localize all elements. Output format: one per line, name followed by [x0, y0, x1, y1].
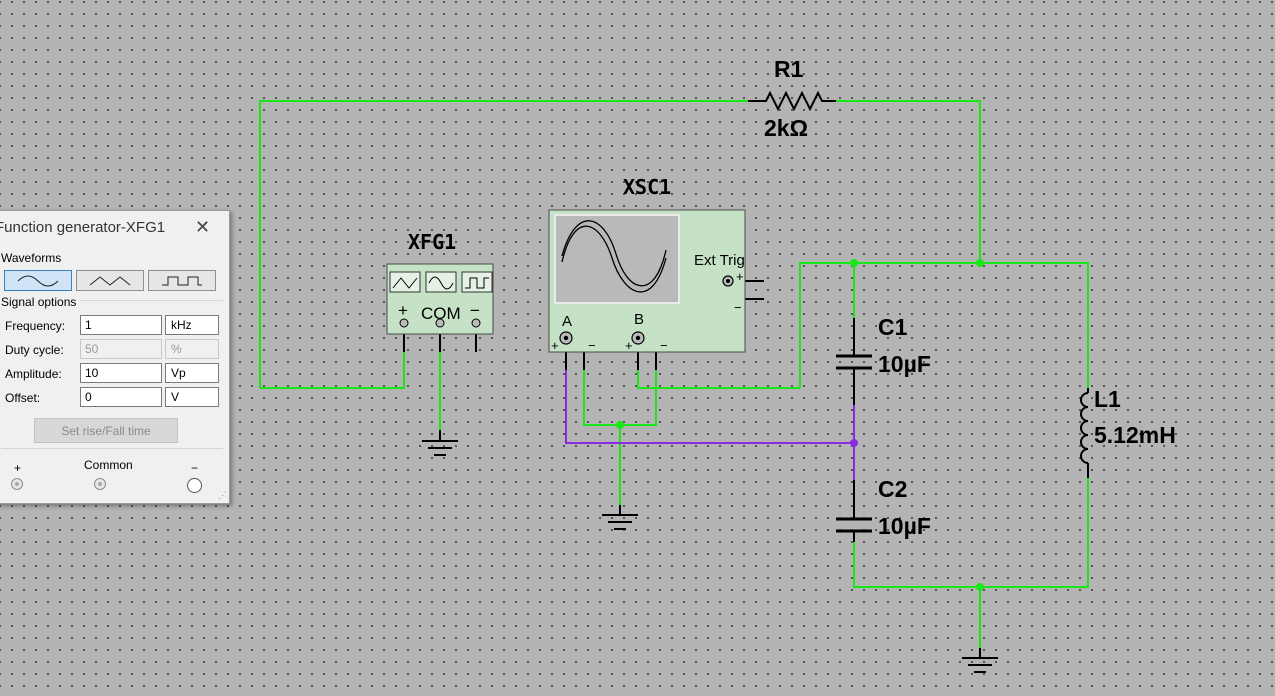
scope-ext-trig-label: Ext Trig — [694, 252, 745, 269]
sine-icon — [17, 275, 59, 286]
inductor-l1[interactable]: L1 5.12mH — [1080, 386, 1176, 478]
ground-symbol — [602, 505, 638, 530]
scope-channel-a-label: A — [562, 313, 572, 330]
capacitor-c2[interactable]: C2 10µF — [836, 476, 931, 542]
capacitor-c2-value: 10µF — [878, 513, 931, 539]
wire-fg-plus[interactable] — [260, 352, 405, 389]
inductor-l1-name: L1 — [1094, 386, 1121, 412]
frequency-unit-select[interactable]: kHz — [165, 315, 219, 335]
scope-channel-b-label: B — [634, 311, 644, 328]
duty-cycle-label: Duty cycle: — [5, 343, 64, 357]
dialog-title: Function generator-XFG1 — [0, 219, 166, 236]
terminal-common-radio[interactable] — [94, 478, 106, 490]
amplitude-unit-select[interactable]: Vp — [165, 363, 219, 383]
oscilloscope-symbol[interactable]: XSC1 Ext Trig + − A B + − + − — [548, 175, 746, 353]
fg-symbol-com: COM — [421, 304, 461, 323]
wire-scope-b[interactable] — [637, 370, 800, 389]
frequency-label: Frequency: — [5, 319, 66, 333]
offset-unit-select[interactable]: V — [165, 387, 219, 407]
wire-bottom[interactable] — [853, 478, 1089, 588]
terminal-plus-label: + — [14, 461, 22, 475]
scope-a-plus: + — [551, 338, 559, 353]
signal-options-group-label: Signal options — [1, 295, 80, 309]
offset-input[interactable] — [80, 387, 162, 407]
waveforms-group-label: Waveforms — [1, 251, 62, 265]
junction-dot — [976, 583, 984, 591]
resistor-r1-value: 2kΩ — [764, 115, 808, 141]
fg-symbol-plus: + — [398, 301, 408, 320]
scope-b-minus: − — [660, 338, 668, 353]
inductor-l1-value: 5.12mH — [1094, 422, 1176, 448]
offset-label: Offset: — [5, 391, 41, 405]
duty-cycle-unit: % — [165, 339, 219, 359]
ground-symbol — [422, 430, 458, 456]
scope-symbol-name: XSC1 — [623, 175, 671, 199]
scope-a-minus: − — [588, 338, 596, 353]
scope-ext-plus: + — [736, 269, 744, 284]
fg-symbol-name: XFG1 — [408, 230, 456, 254]
waveform-sine-button[interactable] — [4, 270, 72, 291]
wire-top-right[interactable] — [799, 262, 1089, 388]
ground-symbol — [962, 648, 998, 673]
terminal-minus-label: − — [191, 461, 199, 475]
amplitude-label: Amplitude: — [5, 367, 62, 381]
capacitor-c2-name: C2 — [878, 476, 907, 502]
set-rise-fall-time-button: Set rise/Fall time — [34, 418, 178, 443]
wire-probe-a[interactable] — [565, 370, 854, 444]
scope-ext-minus: − — [734, 300, 742, 315]
scope-b-plus: + — [625, 338, 633, 353]
frequency-input[interactable] — [80, 315, 162, 335]
duty-cycle-input — [80, 339, 162, 359]
close-icon[interactable]: ✕ — [195, 217, 211, 237]
waveform-square-button[interactable] — [148, 270, 216, 291]
terminal-minus-radio[interactable] — [187, 478, 202, 493]
resistor-r1[interactable]: R1 2kΩ — [748, 56, 836, 141]
wire-r1-right[interactable] — [836, 100, 981, 263]
junction-dot — [850, 259, 858, 267]
triangle-icon — [89, 275, 131, 286]
waveform-triangle-button[interactable] — [76, 270, 144, 291]
resize-grip-icon[interactable]: ⋰ — [218, 490, 227, 500]
terminal-plus-radio[interactable] — [11, 478, 23, 490]
function-generator-dialog[interactable]: Function generator-XFG1 ✕ Waveforms Sign… — [0, 210, 230, 504]
wire-scope-minus[interactable] — [583, 370, 657, 426]
resistor-r1-name: R1 — [774, 56, 804, 82]
square-icon — [162, 276, 202, 285]
junction-dot — [850, 439, 858, 447]
function-generator-symbol[interactable]: XFG1 + COM − — [386, 230, 494, 335]
capacitor-c1-name: C1 — [878, 314, 908, 340]
fg-symbol-minus: − — [470, 301, 480, 320]
capacitor-c1-value: 10µF — [878, 351, 931, 377]
terminal-common-label: Common — [84, 458, 133, 472]
capacitor-c1[interactable]: C1 10µF — [836, 314, 931, 405]
junction-dot — [616, 421, 624, 429]
junction-dot — [976, 259, 984, 267]
wire-top[interactable] — [259, 100, 748, 388]
amplitude-input[interactable] — [80, 363, 162, 383]
